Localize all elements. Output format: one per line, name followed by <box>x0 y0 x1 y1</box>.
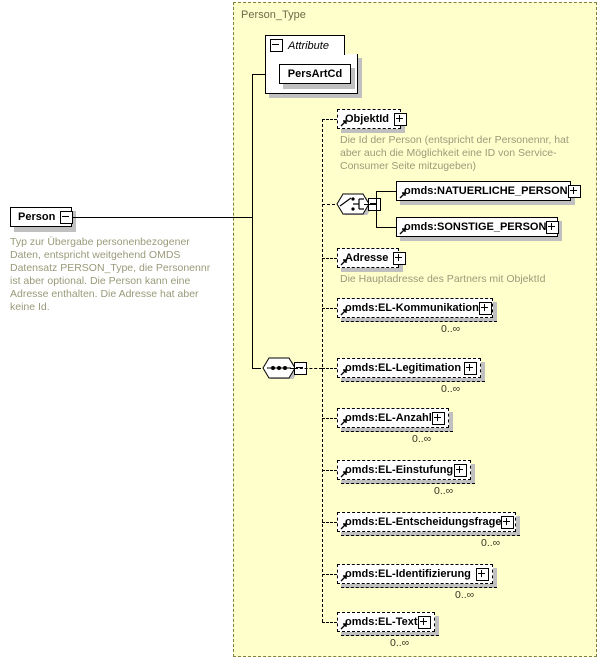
connector-spine-vertical <box>252 74 253 368</box>
root-element-person-label: Person <box>18 210 56 223</box>
element-sonstige-person-label: omds:SONSTIGE_PERSON <box>404 220 547 233</box>
sequence-compositor-icon <box>262 357 298 381</box>
attribute-tab[interactable]: Attribute <box>265 35 345 55</box>
el-kommunikation-repeat-edge <box>341 321 497 322</box>
element-natuerliche-person[interactable]: omds:NATUERLICHE_PERSON <box>396 181 581 201</box>
element-el-anzahl[interactable]: omds:EL-Anzahl <box>337 408 449 428</box>
adresse-expand-icon[interactable] <box>393 251 407 265</box>
sequence-compositor[interactable] <box>261 357 307 381</box>
adresse-annotation: Die Hauptadresse des Partners mit Objekt… <box>340 273 546 285</box>
el-kommunikation-occurrence: 0..∞ <box>441 323 461 335</box>
el-text-expand-icon[interactable] <box>418 615 431 629</box>
element-el-legitimation[interactable]: omds:EL-Legitimation <box>337 358 481 378</box>
attribute-persartcd-label: PersArtCd <box>287 67 343 80</box>
sonstige-person-expand-icon[interactable] <box>546 220 560 234</box>
connector-choice-out <box>364 204 376 205</box>
choice-compositor[interactable] <box>335 193 381 217</box>
element-el-einstufung-label: omds:EL-Einstufung <box>345 463 454 476</box>
element-el-einstufung[interactable]: omds:EL-Einstufung <box>337 460 471 480</box>
element-el-entscheidungsfrage[interactable]: omds:EL-Entscheidungsfrage <box>337 512 516 532</box>
attribute-tab-label: Attribute <box>288 39 329 52</box>
el-legitimation-expand-icon[interactable] <box>464 361 477 375</box>
el-anzahl-occurrence: 0..∞ <box>412 433 432 445</box>
element-el-kommunikation[interactable]: omds:EL-Kommunikation <box>337 298 493 318</box>
attribute-persartcd[interactable]: PersArtCd <box>279 64 351 84</box>
element-sonstige-person[interactable]: omds:SONSTIGE_PERSON <box>396 217 560 237</box>
connector-person-to-type <box>72 217 252 218</box>
el-legitimation-occurrence: 0..∞ <box>441 383 461 395</box>
element-objektid[interactable]: ObjektId <box>337 109 408 129</box>
connector-to-el-anzahl <box>322 418 337 419</box>
el-einstufung-repeat-edge <box>341 483 475 484</box>
connector-to-el-einstufung <box>322 470 337 471</box>
connector-to-el-legitimation <box>322 368 337 369</box>
element-adresse-label: Adresse <box>345 251 389 264</box>
objektid-annotation: Die Id der Person (entspricht der Person… <box>340 134 569 172</box>
connector-sequence-to-children <box>295 368 322 369</box>
children-dashed-spine <box>322 119 323 622</box>
element-el-kommunikation-label: omds:EL-Kommunikation <box>345 301 479 314</box>
connector-to-choice <box>322 204 335 205</box>
element-el-text[interactable]: omds:EL-Text <box>337 612 435 632</box>
element-el-text-label: omds:EL-Text <box>345 615 418 628</box>
el-kommunikation-expand-icon[interactable] <box>478 301 492 315</box>
person-annotation: Typ zur Übergabe personenbezogener Daten… <box>10 236 211 313</box>
el-entscheidungsfrage-expand-icon[interactable] <box>501 515 515 529</box>
el-text-repeat-edge <box>341 635 439 636</box>
connector-spine-to-sequence <box>252 368 261 369</box>
element-el-identifizierung-label: omds:EL-Identifizierung <box>345 567 471 580</box>
connector-to-objektid <box>322 119 337 120</box>
objektid-expand-icon[interactable] <box>394 112 408 126</box>
element-objektid-label: ObjektId <box>345 112 390 125</box>
connector-to-el-entscheidungsfrage <box>322 522 337 523</box>
connector-spine-to-attribute <box>252 74 265 75</box>
attribute-collapse-icon[interactable] <box>270 39 283 52</box>
el-identifizierung-expand-icon[interactable] <box>476 567 489 581</box>
connector-to-el-kommunikation <box>322 308 337 309</box>
person-type-container <box>233 2 597 657</box>
el-legitimation-repeat-edge <box>341 381 485 382</box>
element-el-entscheidungsfrage-label: omds:EL-Entscheidungsfrage <box>345 515 502 528</box>
connector-to-el-text <box>322 622 337 623</box>
el-identifizierung-repeat-edge <box>341 587 497 588</box>
el-identifizierung-occurrence: 0..∞ <box>455 589 475 601</box>
el-einstufung-expand-icon[interactable] <box>454 463 467 477</box>
element-el-anzahl-label: omds:EL-Anzahl <box>345 411 432 424</box>
person-type-title: Person_Type <box>241 9 306 21</box>
element-el-legitimation-label: omds:EL-Legitimation <box>345 361 462 374</box>
el-anzahl-repeat-edge <box>341 431 453 432</box>
el-einstufung-occurrence: 0..∞ <box>434 485 454 497</box>
connector-choice-branch-1 <box>376 191 396 192</box>
natuerliche-person-expand-icon[interactable] <box>567 184 581 198</box>
root-element-person[interactable]: Person <box>10 207 74 227</box>
connector-sequence-out <box>290 368 295 369</box>
connector-to-el-identifizierung <box>322 574 337 575</box>
element-adresse[interactable]: Adresse <box>337 248 407 268</box>
el-anzahl-expand-icon[interactable] <box>432 411 445 425</box>
element-el-identifizierung[interactable]: omds:EL-Identifizierung <box>337 564 493 584</box>
el-entscheidungsfrage-occurrence: 0..∞ <box>481 537 501 549</box>
connector-to-adresse <box>322 258 337 259</box>
el-entscheidungsfrage-repeat-edge <box>341 535 520 536</box>
choice-compositor-icon <box>336 193 372 217</box>
connector-choice-branch-2 <box>376 227 396 228</box>
choice-branch-spine <box>376 191 377 227</box>
el-text-occurrence: 0..∞ <box>390 637 410 649</box>
element-natuerliche-person-label: omds:NATUERLICHE_PERSON <box>404 184 568 197</box>
